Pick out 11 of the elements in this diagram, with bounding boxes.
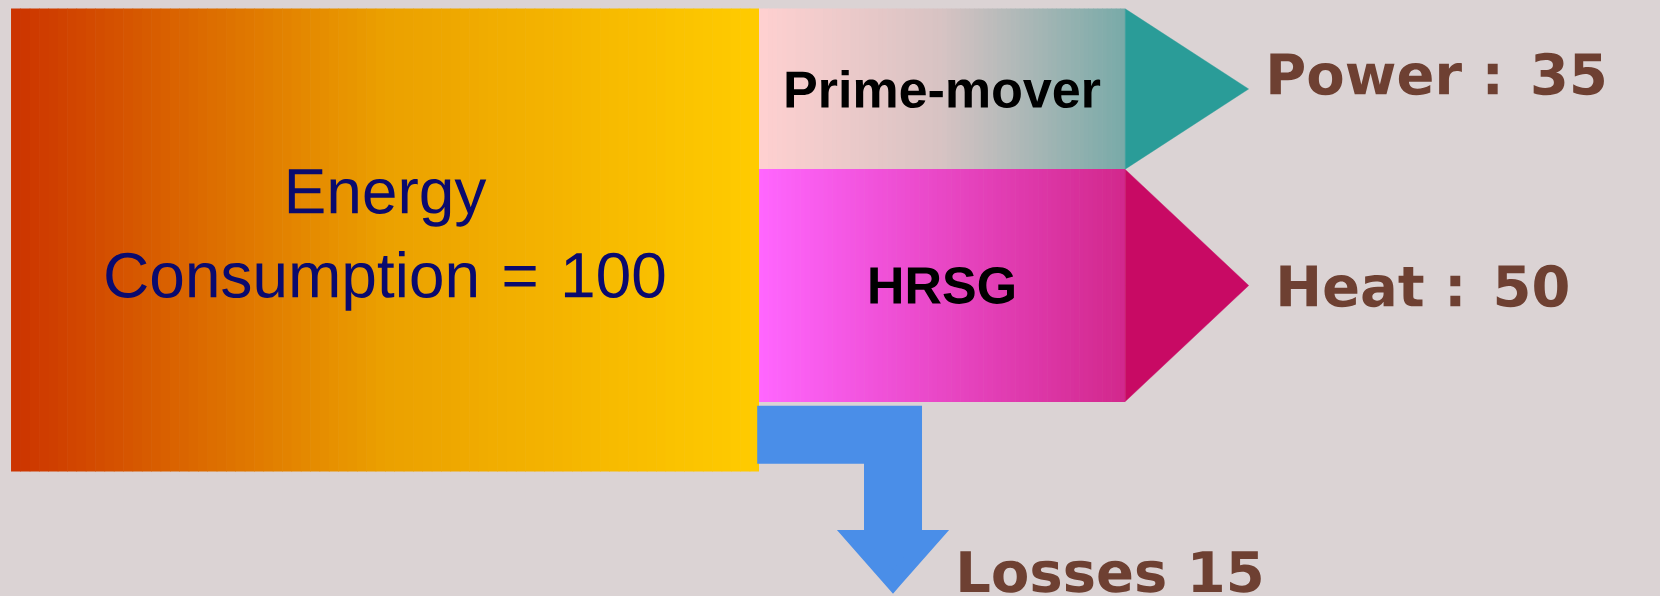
flow-arrow <box>1124 169 1249 402</box>
node-label: HRSG <box>870 267 1014 304</box>
flow-box: HRSG <box>759 169 1125 402</box>
node-label: Prime-mover <box>786 69 1101 109</box>
flow-box: Prime-mover <box>759 8 1125 170</box>
energy-box: Energy Consumption = 100 <box>11 8 759 472</box>
output-label: Heat : 50 <box>1280 264 1568 308</box>
output-label: Losses 15 <box>960 551 1261 593</box>
flow-arrow <box>1124 8 1249 170</box>
node-label: Energy Consumption = 100 <box>106 169 665 311</box>
output-label: Power : 35 <box>1270 52 1604 96</box>
